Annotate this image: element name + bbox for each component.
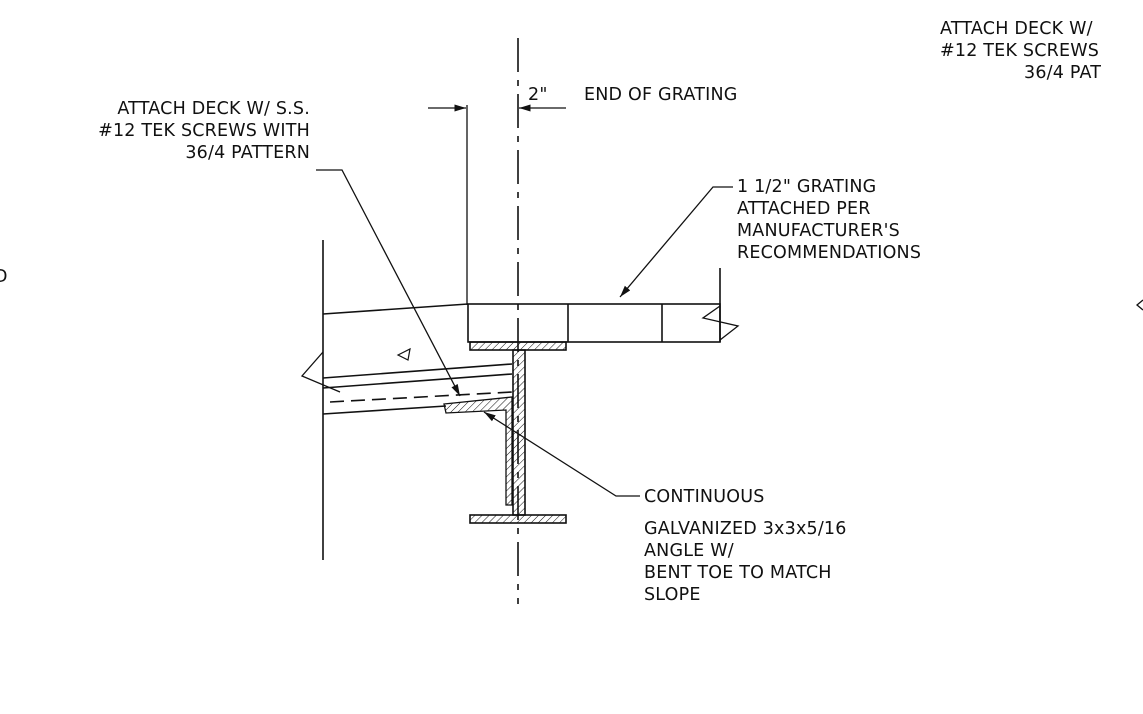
attach-deck-note-line-3: 36/4 PATTERN [185, 143, 310, 163]
edge-text-fragment: D [0, 267, 8, 287]
slab-top [322, 303, 469, 315]
angle-note-line-2: GALVANIZED 3x3x5/16 [644, 519, 847, 539]
beam-top-flange [469, 341, 567, 351]
attach-deck-partial-line-3: 36/4 PAT [1024, 63, 1102, 83]
partial-arrow-right [1135, 299, 1143, 311]
attach-deck-partial-line-1: ATTACH DECK W/ [940, 19, 1093, 39]
attach-deck-note-left: ATTACH DECK W/ S.S. #12 TEK SCREWS WITH … [18, 98, 310, 164]
grating-note-line-2: ATTACHED PER [737, 199, 871, 219]
angle-note-line-1: CONTINUOUS [644, 487, 765, 507]
angle-note-line-3: ANGLE W/ [644, 541, 734, 561]
angle-note: CONTINUOUS GALVANIZED 3x3x5/16 ANGLE W/ … [644, 486, 847, 606]
grating-note: 1 1/2" GRATING ATTACHED PER MANUFACTURER… [737, 176, 921, 264]
attach-deck-note-line-2: #12 TEK SCREWS WITH [98, 121, 310, 141]
slab-break-symbol [300, 351, 341, 393]
slab-bottom [322, 405, 447, 415]
grating-break-symbol [701, 305, 740, 341]
attach-deck-partial-line-2: #12 TEK SCREWS [940, 41, 1100, 61]
dimension-label: 2" [528, 85, 548, 105]
angle-note-line-5: SLOPE [644, 585, 701, 605]
beam-web [512, 349, 526, 516]
angle-note-line-4: BENT TOE TO MATCH [644, 563, 832, 583]
end-of-grating-label: END OF GRATING [584, 85, 738, 105]
attach-deck-note-right-partial: ATTACH DECK W/ #12 TEK SCREWS 36/4 PAT [940, 18, 1101, 84]
grating-note-line-3: MANUFACTURER'S [737, 221, 900, 241]
slab-deck-line [322, 363, 513, 379]
leader-grating [619, 186, 733, 298]
beam-bottom-flange [469, 514, 567, 524]
slab-dashed-line [329, 391, 513, 403]
grating-bar [467, 303, 721, 343]
slab-marker [396, 347, 411, 361]
slab-deck-line [322, 373, 513, 389]
grating-note-line-4: RECOMMENDATIONS [737, 243, 922, 263]
angle-outline [443, 396, 513, 506]
attach-deck-note-line-1: ATTACH DECK W/ S.S. [117, 99, 310, 119]
grating-note-line-1: 1 1/2" GRATING [737, 177, 877, 197]
leader-attach-deck [316, 169, 461, 397]
leader-angle [483, 411, 640, 497]
